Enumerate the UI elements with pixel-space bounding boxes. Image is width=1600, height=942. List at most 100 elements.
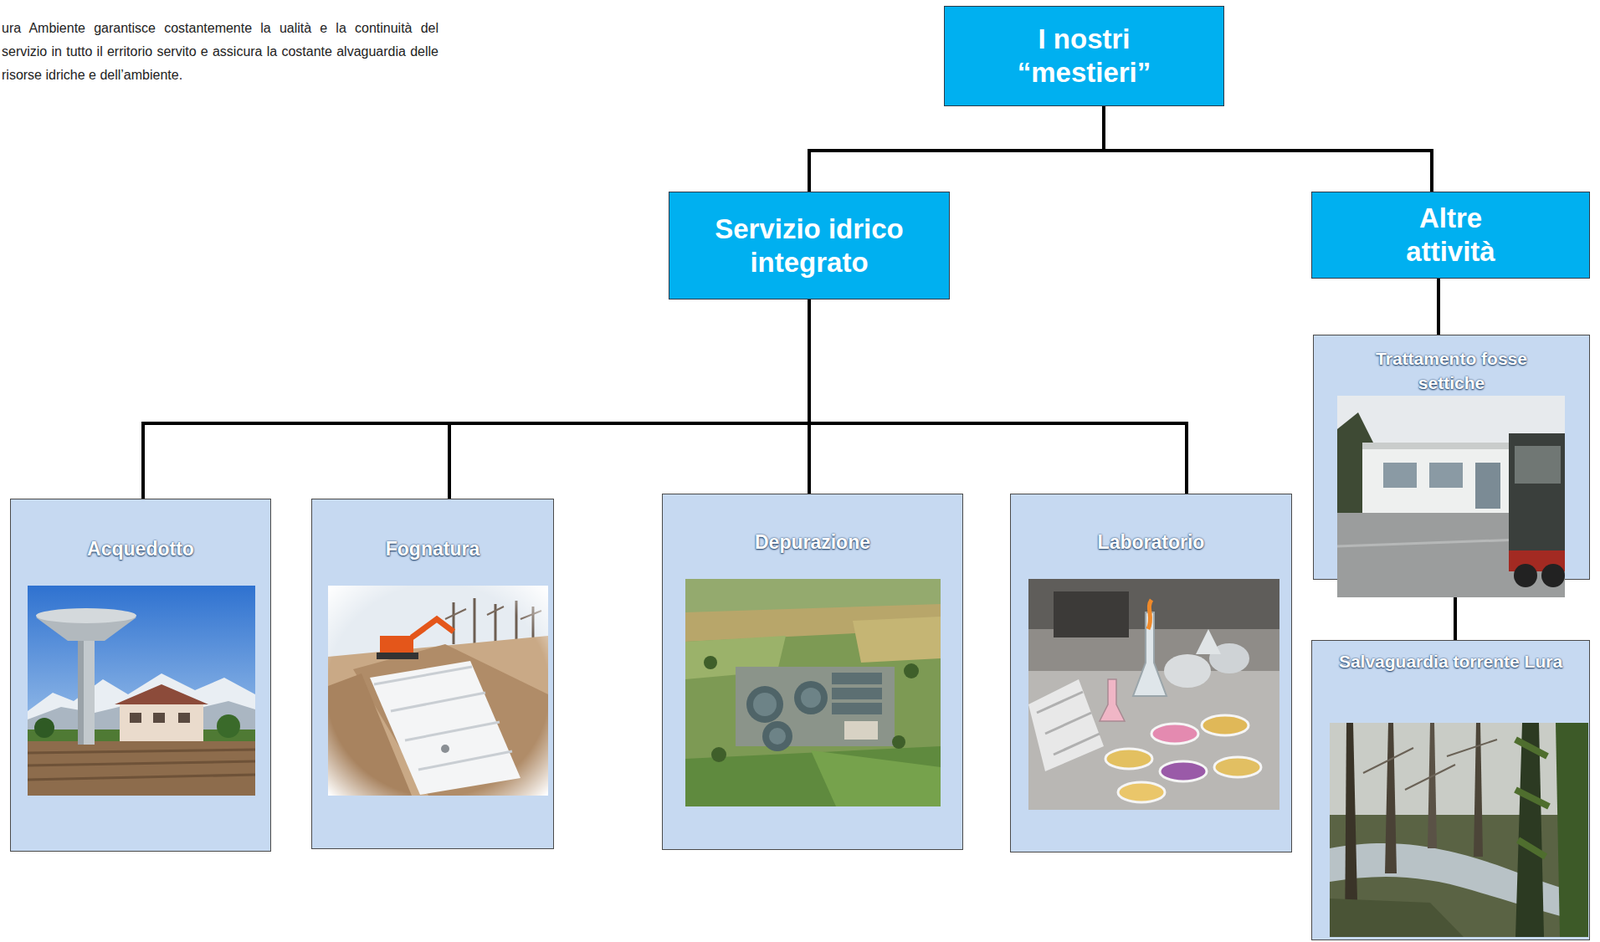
photo-part	[1329, 723, 1589, 938]
photo-part	[746, 686, 784, 724]
photo-part	[1036, 692, 1100, 755]
intro-paragraph: ura Ambiente garantisce costantemente la…	[1, 16, 439, 88]
photo-part	[1362, 446, 1522, 513]
photo-part	[711, 747, 727, 763]
photo-part	[685, 746, 941, 807]
connector-line	[809, 106, 1104, 192]
photo-part	[800, 687, 821, 708]
photo-part	[762, 721, 793, 752]
photo-part	[1541, 564, 1565, 588]
photo-part	[1515, 739, 1549, 857]
photo-part	[129, 712, 142, 724]
photo-part	[34, 717, 55, 739]
card-title: Depurazione	[678, 494, 947, 555]
photo-part	[685, 579, 941, 807]
photo-part	[831, 672, 883, 685]
photo-part	[1151, 723, 1199, 744]
photo-part	[1195, 629, 1221, 655]
activity-card: Trattamento fosse settiche	[1312, 334, 1590, 580]
root-box: I nostri “mestieri”	[943, 5, 1225, 107]
photo-part	[328, 585, 549, 796]
treatment-plant-photo	[685, 579, 941, 807]
photo-part	[1028, 579, 1280, 811]
photo-part	[1555, 723, 1589, 938]
photo-part	[844, 721, 878, 740]
photo-part	[119, 702, 204, 742]
photo-part	[703, 656, 718, 670]
photo-part	[1329, 898, 1464, 938]
photo-part	[1513, 564, 1538, 588]
box-title: Servizio idrico integrato	[696, 212, 923, 279]
activity-card: Depurazione	[661, 493, 964, 851]
stream-photo	[1329, 723, 1589, 938]
activity-card: Laboratorio	[1010, 493, 1293, 853]
photo-part	[77, 635, 95, 745]
photo-part	[1429, 462, 1463, 488]
photo-part	[1214, 757, 1262, 778]
photo-part	[1475, 462, 1501, 509]
photo-part	[77, 635, 84, 745]
photo-part	[1384, 723, 1397, 874]
connector-line	[809, 299, 1187, 494]
activity-card: Fognatura	[311, 498, 554, 850]
photo-part	[1508, 433, 1565, 559]
sewer-pipe-photo	[328, 585, 549, 796]
photo-part	[1514, 446, 1561, 484]
photo-part	[794, 681, 828, 715]
photo-part	[178, 712, 190, 724]
card-title: Acquedotto	[23, 499, 258, 562]
photo-part	[1028, 679, 1104, 772]
photo-part	[1117, 782, 1165, 803]
group-box: Altre attività	[1311, 191, 1590, 279]
card-title: Trattamento fosse settiche	[1347, 335, 1557, 395]
photo-part	[153, 712, 165, 724]
photo-part	[903, 663, 919, 679]
photo-part	[852, 616, 941, 663]
laboratory-photo	[1028, 579, 1280, 811]
connector-line	[449, 299, 810, 499]
connector-line	[1103, 106, 1432, 192]
group-box: Servizio idrico integrato	[668, 191, 950, 300]
photo-part	[735, 666, 895, 747]
photo-part	[831, 687, 883, 700]
photo-part	[1473, 723, 1483, 857]
photo-part	[114, 684, 209, 705]
photo-part	[35, 608, 137, 624]
photo-part	[27, 585, 256, 796]
photo-part	[1053, 591, 1129, 638]
box-title: Altre attività	[1379, 201, 1523, 268]
card-title: Fognatura	[323, 499, 542, 562]
card-title: Laboratorio	[1025, 494, 1277, 555]
photo-part	[1159, 761, 1207, 782]
septic-plant-photo	[1337, 395, 1565, 598]
photo-part	[1099, 679, 1125, 722]
photo-part	[1362, 442, 1522, 450]
card-title: Salvaguardia torrente Lura	[1333, 641, 1569, 674]
activity-card: Salvaguardia torrente Lura	[1311, 640, 1590, 941]
photo-part	[27, 741, 256, 796]
photo-part	[328, 585, 549, 796]
photo-part	[1105, 748, 1153, 770]
photo-part	[216, 714, 241, 739]
photo-part	[27, 749, 256, 780]
photo-part	[769, 728, 786, 745]
box-title: I nostri “mestieri”	[988, 22, 1181, 89]
photo-part	[1427, 723, 1437, 849]
water-tower-photo	[27, 585, 256, 796]
connector-line	[143, 299, 810, 499]
photo-part	[1201, 715, 1249, 736]
photo-part	[1363, 739, 1498, 790]
photo-part	[1329, 815, 1589, 938]
photo-part	[810, 750, 941, 807]
connector-line	[1436, 278, 1441, 335]
activity-card: Acquedotto	[10, 498, 272, 852]
photo-part	[753, 692, 777, 717]
photo-part	[831, 702, 883, 715]
photo-part	[1148, 600, 1152, 630]
photo-part	[1164, 654, 1211, 688]
photo-part	[892, 735, 906, 749]
photo-part	[1337, 395, 1565, 598]
photo-part	[1383, 462, 1417, 488]
